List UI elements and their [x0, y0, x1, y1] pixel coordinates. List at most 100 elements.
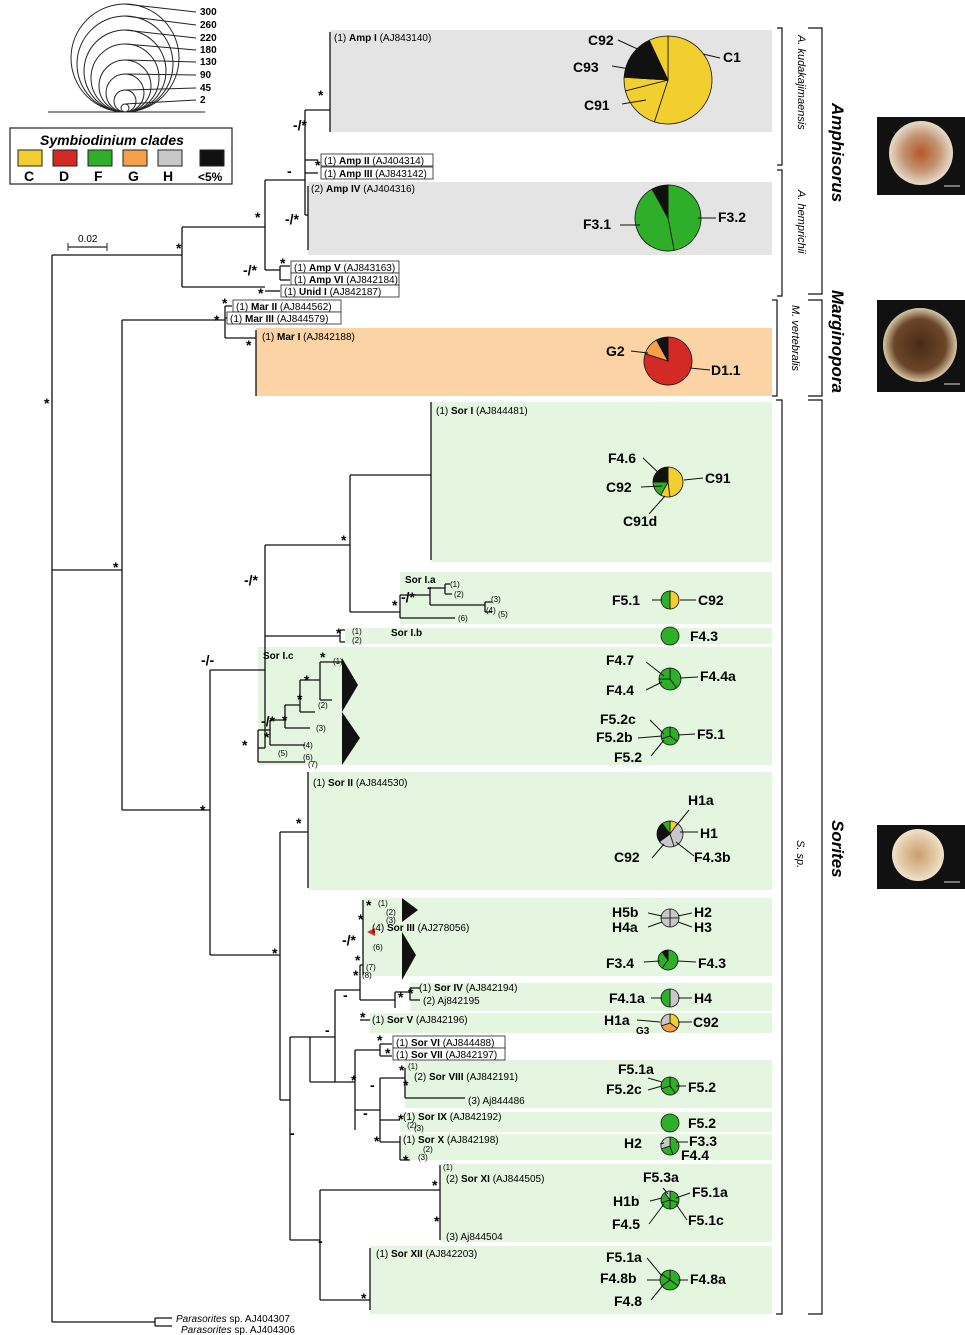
clade-box-sor1a [400, 572, 772, 624]
num: (4) [303, 741, 313, 750]
pie-label: F4.5 [612, 1216, 640, 1232]
pie-slice [658, 678, 678, 691]
pie-slice [667, 466, 684, 498]
pie-leader-lines [611, 39, 721, 1301]
taxon-sor11b: (3) Aj844504 [446, 1232, 503, 1243]
num: (5) [278, 749, 288, 758]
taxon-labels: (1) Amp I (AJ843140) (1) Amp II (AJ40431… [176, 33, 544, 1335]
support: - [343, 987, 348, 1003]
support: * [403, 1152, 409, 1168]
specimen-photo-sorites [877, 825, 965, 889]
pie-slice [660, 908, 671, 919]
num: (1) [333, 657, 343, 666]
support: * [222, 295, 228, 311]
taxon-sor7: (1) Sor VII (AJ842197) [396, 1050, 497, 1061]
pie-12 [660, 988, 680, 1008]
pie-slice [648, 35, 669, 81]
support: * [200, 802, 206, 818]
taxon-sor1: (1) Sor I (AJ844481) [436, 406, 528, 417]
pie-label: F4.6 [608, 450, 636, 466]
pie-slice [660, 1013, 671, 1027]
support: * [320, 649, 326, 665]
clade-legend: Symbiodinium clades C D F G H <5% [9, 127, 233, 185]
pie-label: F5.1a [618, 1061, 654, 1077]
num: (1) [443, 1163, 453, 1172]
support: * [315, 157, 321, 173]
taxon-sor12: (1) Sor XII (AJ842203) [376, 1249, 477, 1260]
support: * [44, 395, 50, 411]
support: * [358, 911, 364, 927]
support: * [434, 1213, 440, 1229]
taxon-amp6: (1) Amp VI (AJ842184) [294, 275, 398, 286]
taxon-sor1b: Sor I.b [391, 628, 422, 639]
pie-2 [634, 184, 702, 252]
num: (1) [450, 580, 460, 589]
symbiont-pies [623, 35, 713, 1291]
taxon-sor1c: Sor I.c [263, 651, 294, 662]
support: -/* [293, 117, 308, 133]
support: * [336, 625, 342, 641]
support-values: * -/* * - -/* * * -/* * * * * * * * * -/… [44, 87, 440, 1306]
taxon-sor10: (1) Sor X (AJ842198) [403, 1135, 499, 1146]
pie-label: H1a [604, 1012, 630, 1028]
clade-box-sor8 [405, 1060, 772, 1108]
legend-c: C [24, 168, 34, 184]
pie-16 [660, 1136, 680, 1156]
support: * [214, 312, 220, 328]
pie-label: F5.1c [688, 1212, 724, 1228]
species-s-sp: S. sp. [794, 840, 806, 868]
support: - [427, 579, 432, 595]
support: * [282, 712, 288, 728]
pie-slice [660, 1076, 671, 1090]
pie-label: F4.4a [700, 668, 736, 684]
support: * [341, 532, 347, 548]
legend-g: G [128, 168, 139, 184]
taxon-sor5: (1) Sor V (AJ842196) [372, 1015, 468, 1026]
num: (3) [491, 595, 501, 604]
size-45: 45 [200, 83, 212, 94]
clade-legend-title: Symbiodinium clades [40, 132, 184, 148]
clade-box-sor1 [431, 402, 772, 562]
pie-14 [660, 1076, 680, 1096]
taxon-amp4: (2) Amp IV (AJ404316) [311, 184, 415, 195]
pie-slice [661, 949, 679, 971]
support: - [287, 163, 292, 179]
num: (4) [486, 606, 496, 615]
pie-label: C1 [723, 49, 741, 65]
taxon-parasorites-1: Parasorites sp. AJ404307 [176, 1314, 290, 1325]
pie-label: F4.8 [614, 1293, 642, 1309]
pie-label: D1.1 [711, 362, 741, 378]
support: - [370, 1077, 375, 1093]
collapsed-clades [342, 658, 418, 980]
taxon-amp3: (1) Amp III (AJ843142) [324, 169, 427, 180]
pie-label: F4.1a [609, 990, 645, 1006]
pie-9 [656, 820, 684, 848]
support: - [325, 1022, 330, 1038]
support: -/* [342, 932, 357, 948]
size-90: 90 [200, 70, 212, 81]
pie-slice [667, 184, 702, 251]
taxon-amp5: (1) Amp V (AJ843163) [294, 263, 395, 274]
size-220: 220 [200, 33, 217, 44]
legend-f: F [94, 168, 103, 184]
support: * [398, 989, 404, 1005]
taxon-sor4b: (2) Aj842195 [423, 996, 480, 1007]
support: * [264, 729, 270, 745]
pie-label: F4.3 [698, 955, 726, 971]
pie-label: C91 [584, 97, 610, 113]
num: (2) [407, 1121, 417, 1130]
pie-label: F3.3 [689, 1133, 717, 1149]
pie-17 [660, 1190, 680, 1210]
pie-label: F4.7 [606, 652, 634, 668]
pie-slice [624, 79, 669, 123]
clade-box-sor9 [400, 1112, 772, 1132]
taxon-parasorites-2: Parasorites sp. AJ404306 [181, 1325, 295, 1335]
pie-label: F4.8a [690, 1271, 726, 1287]
pie-slice [669, 822, 684, 847]
num: (2) [423, 1145, 433, 1154]
pie-slice [660, 1136, 671, 1150]
pie-slice [669, 1076, 680, 1094]
num: (2) [386, 908, 396, 917]
pie-label: C92 [698, 592, 724, 608]
pie-label: F4.4 [606, 682, 634, 698]
